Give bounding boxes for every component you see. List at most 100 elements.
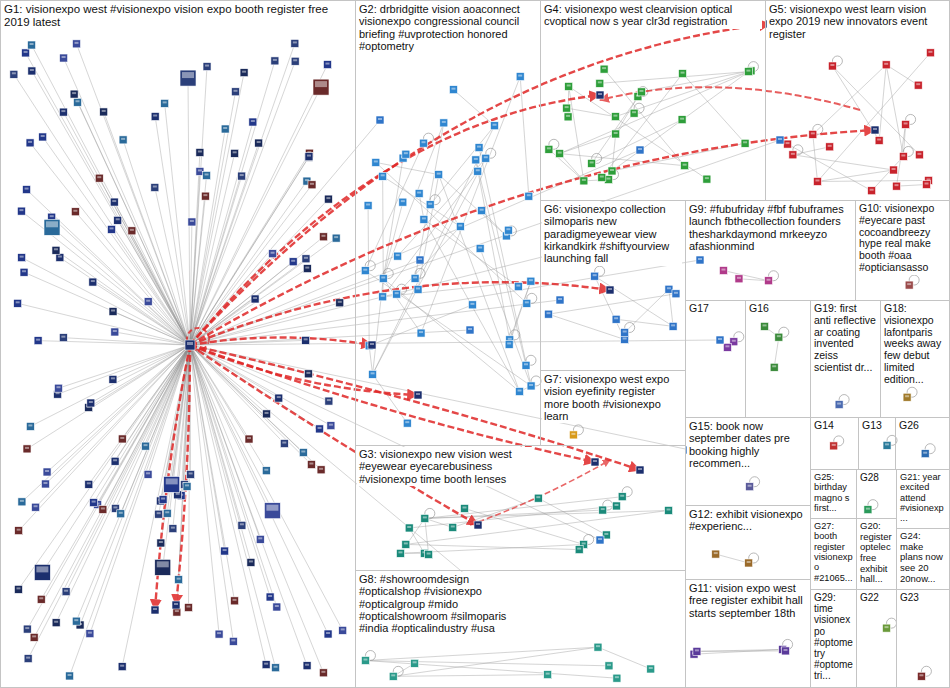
vertex-icon	[379, 274, 387, 282]
vertex-icon	[319, 233, 327, 241]
vertex-icon	[66, 672, 74, 680]
vertex-icon-detail	[506, 228, 510, 230]
edge-line	[190, 345, 270, 597]
vertex-icon-detail	[516, 285, 520, 287]
vertex-icon	[34, 564, 50, 580]
vertex-icon	[15, 527, 23, 535]
vertex-icon-detail	[198, 169, 202, 171]
vertex-icon	[875, 136, 883, 144]
edge-line	[190, 143, 259, 345]
vertex-icon	[596, 91, 604, 99]
vertex-icon	[289, 258, 297, 266]
vertex-layer	[10, 20, 935, 682]
vertex-icon	[99, 505, 107, 513]
vertex-icon	[828, 62, 836, 70]
vertex-icon	[466, 326, 474, 334]
vertex-icon-detail	[89, 401, 93, 403]
vertex-icon-detail	[185, 484, 189, 486]
vertex-icon	[43, 468, 51, 476]
vertex-icon	[169, 525, 177, 533]
vertex-icon	[522, 361, 530, 369]
vertex-icon-detail	[205, 173, 209, 175]
vertex-icon	[782, 647, 790, 655]
group-box: G28	[856, 469, 897, 519]
group-label: G21: year excited attend #visionexp...	[898, 471, 948, 525]
vertex-icon-detail	[419, 331, 423, 333]
group-box: G22	[856, 589, 897, 688]
group-label: G2: drbridgitte vision aoaconnect vision…	[357, 2, 537, 53]
vertex-icon-detail	[58, 256, 62, 258]
vertex-icon	[364, 201, 372, 209]
vertex-icon	[266, 593, 274, 601]
vertex-icon-detail	[442, 121, 446, 123]
vertex-icon-detail	[309, 463, 313, 465]
vertex-icon-detail	[16, 587, 20, 589]
vertex-icon-detail	[873, 128, 877, 130]
edge-line	[24, 272, 190, 345]
vertex-icon-detail	[837, 403, 841, 405]
vertex-icon	[339, 626, 347, 634]
vertex-icon-detail	[274, 666, 278, 668]
vertex-icon	[775, 333, 783, 341]
vertex-icon-detail	[916, 83, 920, 85]
vertex-icon	[172, 601, 180, 609]
vertex-icon-detail	[614, 317, 618, 319]
vertex-icon	[28, 41, 36, 49]
vertex-icon-detail	[904, 122, 908, 124]
edge-line	[560, 71, 751, 154]
edge-line	[549, 294, 676, 314]
vertex-icon	[600, 65, 608, 73]
vertex-icon-detail	[598, 538, 602, 540]
vertex-icon-detail	[398, 551, 402, 553]
vertex-icon-detail	[547, 147, 551, 149]
edge-line	[56, 345, 190, 623]
group-box: G27: booth register visionexpo #21065...	[810, 518, 857, 590]
vertex-icon-detail	[74, 619, 78, 621]
vertex-icon	[303, 265, 311, 273]
vertex-icon-detail	[153, 186, 157, 188]
edge-line	[694, 649, 783, 654]
edge-line	[66, 345, 190, 592]
vertex-icon-detail	[747, 561, 751, 563]
edge-line	[14, 74, 190, 345]
vertex-icon	[716, 336, 724, 344]
vertex-icon-detail	[480, 209, 484, 211]
edge-line	[897, 185, 927, 187]
vertex-icon	[111, 328, 119, 336]
vertex-icon	[175, 576, 183, 584]
vertex-icon-detail	[370, 343, 374, 345]
vertex-icon-detail	[748, 485, 752, 487]
vertex-icon	[376, 116, 384, 124]
group-label: G28	[858, 471, 881, 484]
edge-line	[886, 65, 918, 85]
vertex-icon	[201, 192, 209, 200]
edge-line	[739, 279, 769, 281]
vertex-icon	[87, 399, 95, 407]
vertex-icon	[608, 167, 616, 175]
vertex-icon	[679, 70, 687, 78]
edge-line	[28, 345, 190, 659]
edge-line	[383, 171, 478, 297]
vertex-icon	[313, 79, 329, 95]
vertex-icon	[229, 637, 237, 645]
group-label: G26	[897, 419, 921, 433]
vertex-icon-detail	[600, 176, 604, 178]
vertex-icon	[765, 277, 773, 285]
edge-line	[832, 66, 919, 155]
group-box: G7: visionexpo west expo vision eyefinit…	[540, 370, 686, 446]
edge-line	[425, 497, 622, 519]
vertex-icon-detail	[175, 610, 179, 612]
cross-group-arrow	[190, 24, 770, 345]
vertex-icon-detail	[121, 138, 125, 140]
vertex-icon-detail	[266, 505, 278, 511]
vertex-icon	[776, 136, 784, 144]
vertex-icon	[26, 139, 34, 147]
vertex-icon-detail	[777, 335, 781, 337]
vertex-icon-detail	[161, 498, 165, 500]
vertex-icon	[323, 61, 331, 69]
vertex-icon-detail	[830, 64, 834, 66]
group-box: G17	[685, 300, 746, 418]
vertex-icon	[809, 130, 817, 138]
edge-line	[479, 148, 531, 386]
vertex-icon	[921, 450, 929, 458]
